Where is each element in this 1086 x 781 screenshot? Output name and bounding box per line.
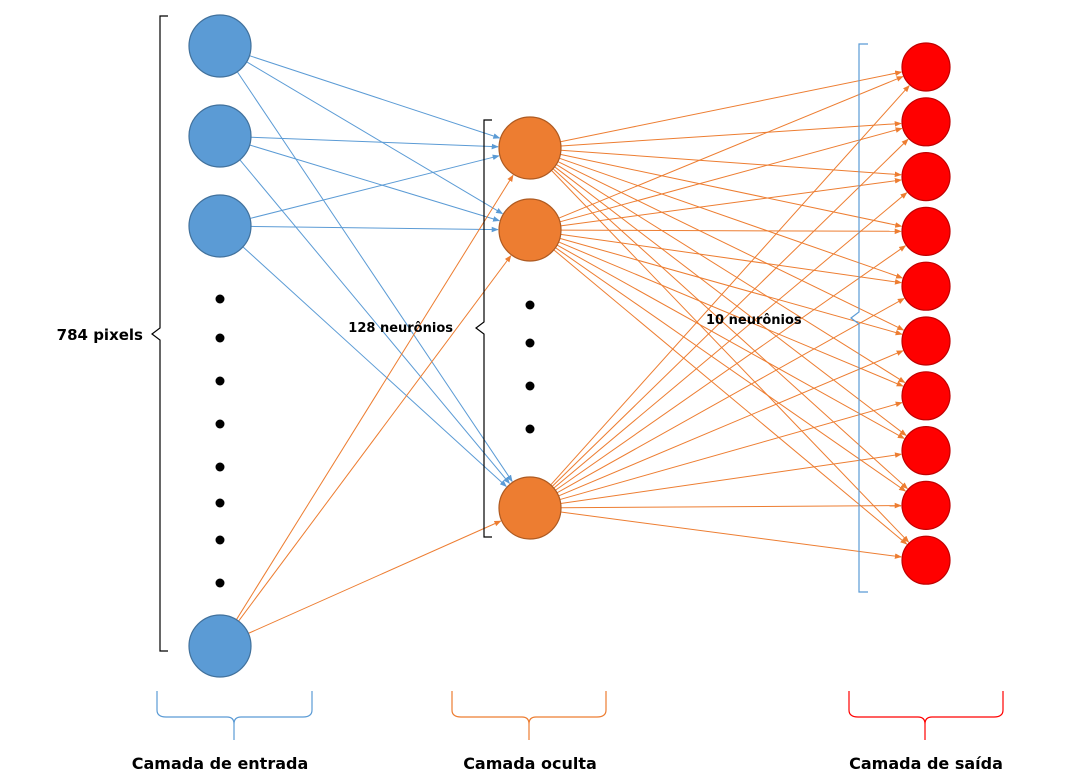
input-ellipsis-dot — [215, 333, 225, 343]
hidden-output-connection — [560, 153, 903, 228]
input-neuron — [188, 14, 252, 78]
output-layer-bracket — [850, 43, 868, 593]
input-hidden-connection — [235, 174, 514, 620]
hidden-ellipsis-dot — [525, 338, 535, 348]
input-hidden-connection — [248, 520, 502, 634]
hidden-output-connection — [558, 350, 904, 497]
hidden-output-connection — [560, 70, 903, 143]
input-neuron — [188, 194, 252, 258]
hidden-neuron — [498, 476, 562, 540]
hidden-output-connection — [560, 511, 902, 559]
hidden-neuron — [498, 116, 562, 180]
hidden-output-connection — [560, 452, 902, 505]
hidden-ellipsis-dot — [525, 300, 535, 310]
neurons-group — [188, 14, 951, 678]
input-ellipsis-dot — [215, 376, 225, 386]
hidden-output-connection — [557, 161, 905, 331]
hidden-layer-bracket — [475, 119, 492, 538]
input-count-label: 784 pixels — [57, 326, 143, 344]
hidden-output-connection — [560, 178, 902, 227]
hidden-ellipsis-dot — [525, 424, 535, 434]
input-hidden-connection — [246, 61, 504, 215]
hidden-output-connection — [559, 237, 903, 336]
hidden-count-label: 128 neurônios — [348, 321, 453, 336]
hidden-output-connection — [551, 170, 910, 543]
hidden-output-connection — [560, 121, 902, 147]
hidden-output-connection — [554, 166, 907, 436]
input-hidden-connection — [236, 71, 513, 483]
output-count-label: 10 neurônios — [706, 313, 802, 328]
output-neuron — [901, 152, 951, 202]
output-neuron — [901, 261, 951, 311]
hidden-ellipsis-dot — [525, 381, 535, 391]
hidden-output-connection — [555, 245, 907, 491]
input-hidden-connection — [249, 154, 500, 219]
output-neuron — [901, 371, 951, 421]
hidden-output-connection — [560, 233, 902, 285]
hidden-output-connection — [559, 127, 903, 223]
output-neuron — [901, 316, 951, 366]
input-ellipsis-dot — [215, 294, 225, 304]
ellipsis-dots-group — [215, 294, 535, 588]
input-hidden-connection — [250, 136, 499, 150]
hidden-neuron — [498, 198, 562, 262]
hidden-output-connection — [552, 168, 908, 490]
hidden-output-connection — [553, 192, 908, 489]
input-hidden-connection — [250, 225, 499, 233]
hidden-layer-title: Camada oculta — [463, 754, 597, 773]
input-ellipsis-dot — [215, 419, 225, 429]
hidden-output-connection — [556, 244, 905, 439]
output-layer-title: Camada de saída — [849, 754, 1003, 773]
input-ellipsis-dot — [215, 462, 225, 472]
hidden-output-connection — [559, 157, 904, 279]
input-ellipsis-dot — [215, 535, 225, 545]
hidden-output-connection — [553, 249, 908, 545]
output-neuron — [901, 535, 951, 585]
hidden-output-connection — [558, 76, 904, 219]
input-hidden-connection — [249, 144, 501, 222]
input-hidden-connection — [239, 159, 510, 484]
input-neuron — [188, 614, 252, 678]
hidden-output-connection — [558, 241, 904, 387]
hidden-output-connection — [556, 297, 905, 494]
hidden-output-connection — [560, 149, 902, 178]
input-ellipsis-dot — [215, 578, 225, 588]
output-neuron — [901, 426, 951, 476]
input-layer-brace — [156, 691, 313, 740]
output-neuron — [901, 480, 951, 530]
output-layer-brace — [848, 691, 1004, 740]
hidden-output-connection — [551, 138, 909, 487]
output-neuron — [901, 42, 951, 92]
hidden-output-connection — [555, 247, 907, 492]
output-neuron — [901, 97, 951, 147]
input-ellipsis-dot — [215, 498, 225, 508]
input-layer-title: Camada de entrada — [132, 754, 309, 773]
hidden-output-connection — [550, 85, 910, 486]
connections-group — [235, 55, 910, 634]
input-hidden-connection — [249, 55, 501, 139]
output-neuron — [901, 206, 951, 256]
input-neuron — [188, 104, 252, 168]
hidden-output-connection — [556, 164, 906, 383]
hidden-output-connection — [560, 502, 902, 509]
input-hidden-connection — [242, 246, 507, 487]
input-layer-bracket — [151, 15, 168, 652]
hidden-layer-brace — [451, 691, 607, 740]
hidden-output-connection — [560, 228, 902, 235]
hidden-output-connection — [559, 401, 903, 501]
input-hidden-connection — [238, 255, 512, 622]
